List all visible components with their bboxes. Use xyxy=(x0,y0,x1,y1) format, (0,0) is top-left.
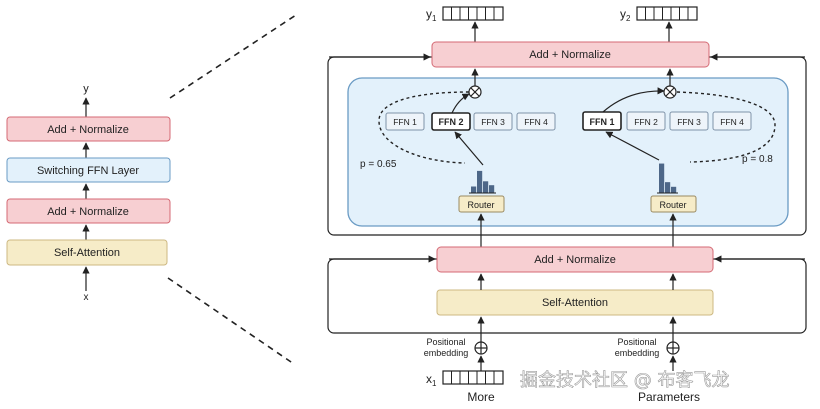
router-to-expert-left xyxy=(454,131,484,166)
watermark: 掘金技术社区 @ 布客飞龙 xyxy=(520,370,729,391)
ffn-expert-selected-label: FFN 1 xyxy=(589,117,614,127)
ffn-expert-label: FFN 3 xyxy=(677,117,701,127)
expert-output-arrow-left xyxy=(451,93,470,114)
router-left-label: Router xyxy=(467,200,494,210)
input-word-more: More xyxy=(467,390,495,404)
ffn-expert-box xyxy=(626,111,666,131)
probability-right: p = 0.8 xyxy=(742,154,773,165)
gate-path-right xyxy=(676,91,776,163)
ffn-expert-box xyxy=(473,112,513,131)
input-x1: x1 xyxy=(426,370,504,388)
right-self-attention xyxy=(436,289,714,316)
output-y1: y1 xyxy=(426,6,504,23)
ffn-expert-box xyxy=(385,112,425,131)
right-top-add-normalize-label: Add + Normalize xyxy=(529,49,611,61)
left-output-y: y xyxy=(83,83,89,95)
left-add-normalize-top xyxy=(6,116,171,142)
input-word-parameters: Parameters xyxy=(638,390,700,404)
router-right-box xyxy=(650,195,697,213)
switch-transformer-block: y1 y2 Add + Normalize xyxy=(327,6,807,404)
zoom-line-bottom xyxy=(167,277,295,365)
ffn-expert-label: FFN 1 xyxy=(393,117,417,127)
ffn-group-right: FFN 1 FFN 2 FFN 3 FFN 4 xyxy=(582,111,752,131)
positional-label-left-2: embedding xyxy=(424,348,469,358)
ffn-expert-selected xyxy=(431,112,471,131)
probability-left: p = 0.65 xyxy=(360,159,397,170)
multiply-node-left xyxy=(468,85,482,99)
right-mid-add-normalize-label: Add + Normalize xyxy=(534,254,616,266)
switching-ffn-region xyxy=(347,77,789,227)
output-y2: y2 xyxy=(620,6,698,23)
router-to-expert-right xyxy=(605,131,660,161)
positional-add-left xyxy=(474,341,488,355)
svg-text:y1: y1 xyxy=(426,7,437,23)
positional-label-right-2: embedding xyxy=(615,348,660,358)
left-switching-ffn-label: Switching FFN Layer xyxy=(37,165,139,177)
expert-output-arrow-right xyxy=(602,87,665,113)
svg-text:x1: x1 xyxy=(426,372,437,388)
multiply-node-right xyxy=(663,85,677,99)
zoom-line-top xyxy=(169,14,297,99)
router-histogram-right xyxy=(657,163,678,194)
left-add-normalize-top-label: Add + Normalize xyxy=(47,124,129,136)
ffn-expert-label: FFN 4 xyxy=(720,117,744,127)
router-prob-bar xyxy=(671,186,677,193)
router-prob-bar xyxy=(489,185,495,193)
ffn-expert-selected xyxy=(582,111,622,131)
left-switching-ffn-layer xyxy=(6,157,171,183)
positional-add-right xyxy=(666,341,680,355)
router-histogram-left xyxy=(469,170,496,194)
left-add-normalize-bottom xyxy=(6,198,171,224)
ffn-expert-box xyxy=(712,111,752,131)
ffn-expert-box xyxy=(669,111,709,131)
ffn-expert-label: FFN 2 xyxy=(634,117,658,127)
left-add-normalize-bottom-label: Add + Normalize xyxy=(47,206,129,218)
left-input-x: x xyxy=(84,292,89,303)
left-self-attention xyxy=(6,239,168,266)
left-stack: y Add + Normalize Switching FFN Layer Ad… xyxy=(6,83,171,303)
router-prob-bar xyxy=(483,181,489,193)
router-prob-bar xyxy=(665,182,671,193)
left-self-attention-label: Self-Attention xyxy=(54,247,120,259)
positional-label-right-1: Positional xyxy=(617,337,656,347)
ffn-expert-label: FFN 4 xyxy=(524,117,548,127)
router-prob-bar xyxy=(477,170,483,193)
ffn-expert-selected-label: FFN 2 xyxy=(438,117,463,127)
router-prob-bar xyxy=(471,186,477,193)
ffn-expert-box xyxy=(516,112,556,131)
right-self-attention-label: Self-Attention xyxy=(542,297,608,309)
router-prob-bar xyxy=(659,163,665,193)
svg-text:y2: y2 xyxy=(620,7,631,23)
positional-label-left-1: Positional xyxy=(426,337,465,347)
router-right-label: Router xyxy=(659,200,686,210)
ffn-group-left: FFN 1 FFN 2 FFN 3 FFN 4 xyxy=(385,112,556,131)
right-top-add-normalize xyxy=(431,41,710,68)
router-left-box xyxy=(458,195,505,213)
ffn-expert-label: FFN 3 xyxy=(481,117,505,127)
right-mid-add-normalize xyxy=(436,246,714,273)
